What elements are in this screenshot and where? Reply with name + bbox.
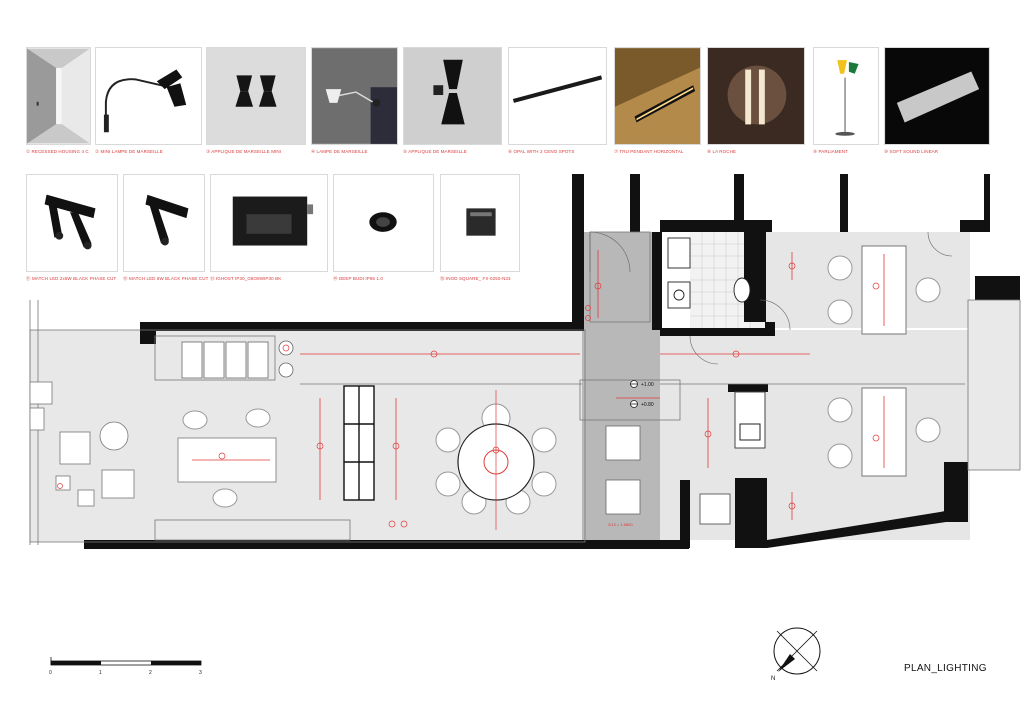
fixture-thumb-6 <box>508 47 607 145</box>
lighting-markers <box>57 262 880 528</box>
fixture-thumb-5 <box>403 47 502 145</box>
fixture-caption-2: ② MINI LAMPE DE MARSEILLE <box>95 149 163 154</box>
north-label: N <box>771 676 775 682</box>
level-label-2: +0.80 <box>641 402 654 408</box>
fixture-thumb-2 <box>95 47 202 145</box>
fixture-caption-11: ⑪ MATCH LED 2x6W BLACK PHASE CUT <box>26 276 117 281</box>
fixture-thumb-12 <box>123 174 205 272</box>
fixture-thumb-8 <box>707 47 805 145</box>
fixture-thumb-4 <box>311 47 398 145</box>
fixture-thumb-9 <box>813 47 879 145</box>
fixture-thumb-3 <box>206 47 306 145</box>
level-markers <box>630 380 638 408</box>
fixture-thumb-7 <box>614 47 701 145</box>
fixture-caption-3: ③ APPLIQUE DE MARSEILLE MINI <box>206 149 282 154</box>
scale-tick-2: 2 <box>149 670 152 676</box>
level-label-1: +1.00 <box>641 382 654 388</box>
fixture-thumb-13 <box>210 174 328 272</box>
fixture-caption-7: ⑦ TRU PENDANT HORIZONTAL <box>614 149 684 154</box>
round-table <box>435 390 557 530</box>
fixture-caption-10: ⑩ SOFT SOUND LINEAR <box>884 149 939 154</box>
lounge-area <box>29 381 135 507</box>
scale-tick-1: 1 <box>99 670 102 676</box>
fixture-caption-1: ① RECESSED HOUSING 4 C <box>26 149 89 154</box>
fixture-thumb-10 <box>884 47 990 145</box>
scale-tick-0: 0 <box>49 670 52 676</box>
walls <box>84 174 1020 549</box>
shelving-unit <box>343 385 375 501</box>
kitchen-units <box>181 340 294 379</box>
fixture-thumb-11 <box>26 174 118 272</box>
scale-tick-3: 3 <box>199 670 202 676</box>
dimension-label: 2/13 = 1.6800 <box>608 522 633 527</box>
drawing-title: PLAN_LIGHTING <box>904 663 987 674</box>
fixture-caption-15: ⑮ INOD SQUARE_ FX-0250-N33 <box>440 276 511 281</box>
fixture-thumb-1 <box>26 47 91 145</box>
bathroom-fixtures <box>667 237 751 309</box>
fixture-thumb-15 <box>440 174 520 272</box>
fixture-caption-13: ⑬ IGHOST IP30_G8O8WIP30 BK <box>210 276 282 281</box>
fixture-caption-6: ⑥ OPAL WITH 2 CENO SPOTS <box>508 149 575 154</box>
scale-bar <box>50 657 202 666</box>
fixture-caption-12: ⑫ MATCH LED 6W BLACK PHASE CUT <box>123 276 209 281</box>
fixture-caption-14: ⑭ DEEP BUDI IP55 1.0 <box>333 276 383 281</box>
fixture-thumb-14 <box>333 174 434 272</box>
north-arrow-icon <box>773 627 821 675</box>
fixture-caption-4: ④ LAMPE DE MARSEILLE <box>311 149 368 154</box>
fixture-caption-5: ⑤ APPLIQUE DE MARSEILLE <box>403 149 467 154</box>
door-swings <box>589 231 953 365</box>
fixture-caption-8: ⑧ LA ROCHE <box>707 149 737 154</box>
corridor-tables <box>605 425 641 515</box>
fixture-caption-9: ⑨ PARLIAMENT <box>813 149 848 154</box>
